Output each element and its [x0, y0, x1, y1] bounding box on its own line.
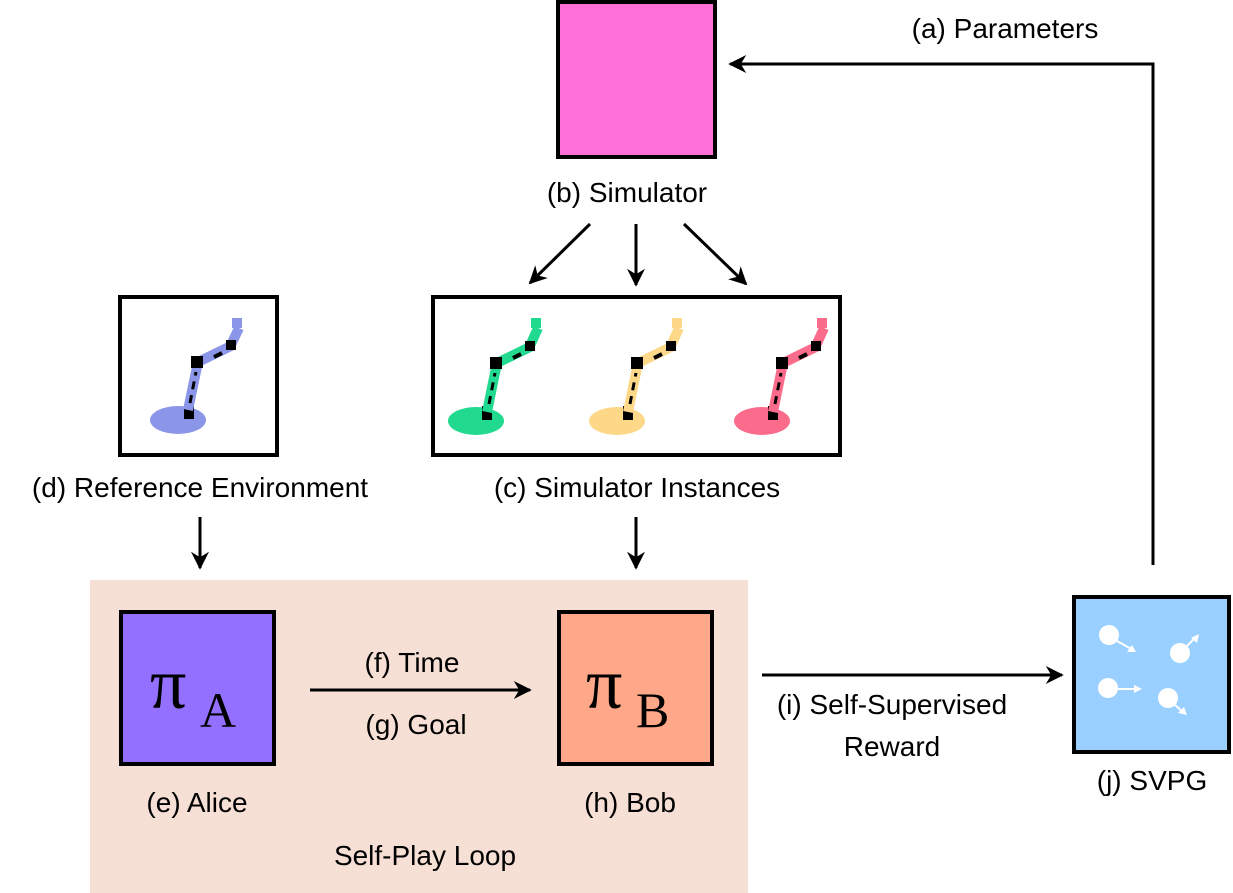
goal-label: (g) Goal — [365, 709, 466, 740]
alice-policy-subscript: A — [200, 682, 236, 738]
bob-policy-box — [557, 610, 714, 766]
svpg-box — [1072, 595, 1231, 754]
self-play-loop-label: Self-Play Loop — [334, 840, 516, 871]
svpg-particles-icon — [1098, 625, 1199, 715]
parameters-arrow — [728, 55, 1155, 565]
green-robot-arm-icon — [448, 318, 543, 435]
time-label: (f) Time — [365, 647, 460, 678]
simulator-to-instance-left-arrow — [528, 222, 592, 285]
reward-label-line1: (i) Self-Supervised — [777, 689, 1007, 720]
simulator-to-instance-right-arrow — [682, 222, 748, 286]
bob-label: (h) Bob — [584, 787, 676, 818]
reference-robot-arm-icon — [150, 318, 244, 434]
simulator-box — [556, 0, 717, 159]
bob-policy-subscript: B — [636, 682, 669, 738]
alice-policy-box — [119, 610, 276, 766]
reward-label-line2: Reward — [844, 731, 940, 762]
simulator-label: (b) Simulator — [547, 177, 707, 208]
svpg-label: (j) SVPG — [1097, 765, 1207, 796]
simulator-instances-label: (c) Simulator Instances — [494, 472, 780, 503]
bob-policy-symbol: π — [586, 644, 622, 724]
pink-robot-arm-icon — [734, 318, 829, 435]
alice-policy-symbol: π — [150, 644, 186, 724]
reference-environment-label: (d) Reference Environment — [32, 472, 368, 503]
yellow-robot-arm-icon — [589, 318, 684, 435]
parameters-label: (a) Parameters — [912, 13, 1099, 44]
alice-label: (e) Alice — [146, 787, 247, 818]
